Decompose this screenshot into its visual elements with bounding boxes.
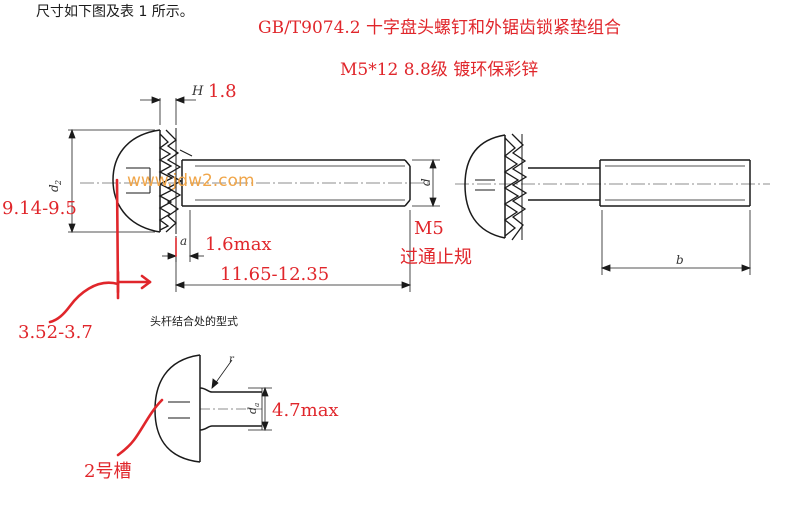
- gauge-label: 过通止规: [400, 247, 472, 268]
- label-da: d a: [246, 403, 261, 414]
- section-title: 头杆结合处的型式: [150, 314, 238, 328]
- label-a: a: [180, 234, 187, 248]
- label-d: d: [419, 178, 433, 186]
- left-dimension-lines: [68, 96, 440, 292]
- thread-size: M5: [414, 218, 444, 239]
- svg-text:d: d: [47, 184, 61, 192]
- dim-h-value: 1.8: [208, 81, 237, 102]
- intro-text: 尺寸如下图及表 1 所示。: [36, 4, 194, 20]
- label-H: H: [191, 84, 204, 99]
- right-screw-view: [455, 133, 770, 241]
- dim-washer-value: 3.52-3.7: [18, 322, 93, 343]
- label-r: r: [229, 354, 235, 365]
- right-dimension-lines: [600, 210, 752, 275]
- watermark: www.jdw2.com: [127, 171, 255, 191]
- slot-label: 2号槽: [84, 461, 131, 482]
- dim-a-value: 1.6max: [205, 234, 272, 255]
- dim-da-value: 4.7max: [272, 400, 339, 421]
- svg-text:d: d: [246, 407, 259, 414]
- bottom-dimension-lines: [211, 359, 272, 432]
- dim-length-value: 11.65-12.35: [220, 264, 329, 285]
- red-annotations: [48, 178, 177, 457]
- svg-text:2: 2: [54, 180, 63, 186]
- left-screw-view: [80, 128, 430, 234]
- dim-d2-value: 9.14-9.5: [2, 198, 77, 219]
- page-title: GB/T9074.2 十字盘头螺钉和外锯齿锁紧垫组合: [258, 18, 621, 38]
- label-b: b: [676, 253, 684, 267]
- label-d2: d 2: [47, 180, 63, 192]
- svg-text:a: a: [253, 403, 261, 407]
- spec-line: M5*12 8.8级 镀环保彩锌: [340, 60, 538, 80]
